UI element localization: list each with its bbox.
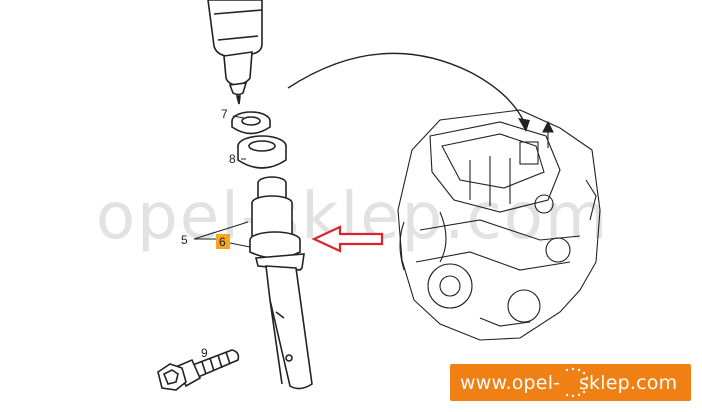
callout-9: 9 bbox=[201, 346, 208, 360]
callout-leaders bbox=[193, 115, 251, 248]
site-badge[interactable]: www.opel- sklep.com bbox=[450, 364, 691, 401]
indicator-arrow-icon bbox=[311, 225, 384, 253]
injector-part bbox=[207, 0, 263, 105]
injector-sleeve-assembly bbox=[249, 176, 313, 390]
bolt-9 bbox=[157, 349, 240, 391]
callout-8: 8 bbox=[229, 152, 236, 166]
seal-ring-7 bbox=[231, 111, 271, 135]
sleeve-ring-8 bbox=[237, 135, 287, 169]
badge-dots-icon bbox=[565, 367, 589, 398]
callout-5: 5 bbox=[181, 233, 188, 247]
badge-text: www.opel- sklep.com bbox=[460, 372, 678, 394]
callout-6-highlight bbox=[216, 234, 230, 249]
callout-7: 7 bbox=[221, 107, 228, 121]
curved-arrow-icon bbox=[287, 52, 530, 132]
engine-illustration bbox=[397, 109, 601, 341]
callout-6: 6 bbox=[219, 235, 226, 249]
